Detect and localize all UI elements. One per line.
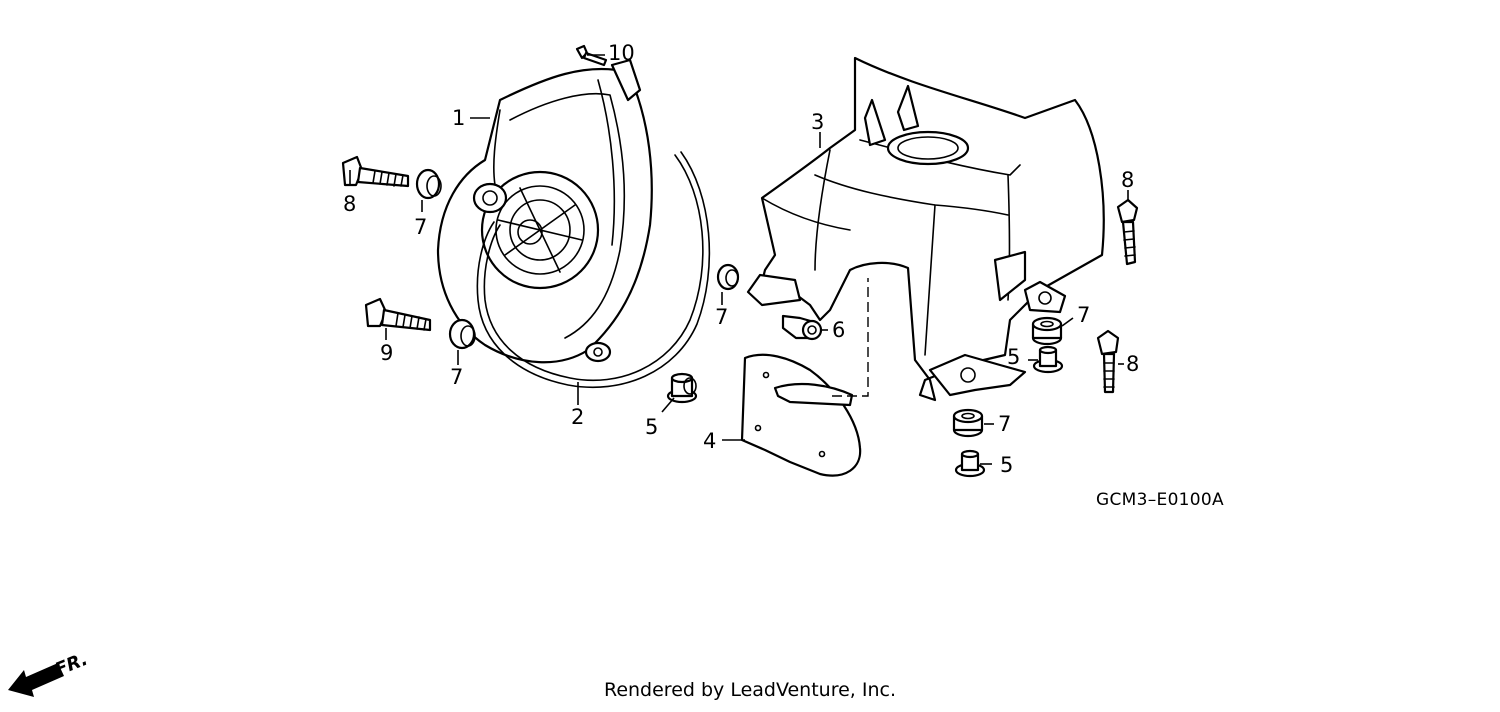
grommet-part-7-b [448,318,476,350]
shroud-part-3 [746,56,1105,402]
callout-numbers: 10 1 8 7 9 7 2 7 5 4 6 3 8 7 5 8 7 5 [343,41,1139,477]
leader-lines [349,54,1129,465]
callout-7-d: 7 [1077,303,1090,327]
callout-8-right-bottom: 8 [1126,352,1139,376]
grommet-part-7-e [952,408,984,438]
render-credit: Rendered by LeadVenture, Inc. [603,679,897,701]
callout-8-left: 8 [343,192,356,216]
grommet-part-7-c [716,263,740,291]
collar-part-5-right-bottom [954,449,986,478]
grommet-part-7-a [415,168,442,200]
collar-part-5-right-top [1032,345,1064,374]
diagram-code: GCM3–E0100A [1096,490,1224,510]
callout-8-right-top: 8 [1121,168,1134,192]
callout-10: 10 [608,41,635,65]
callout-7-e: 7 [998,412,1011,436]
seal-strip-part-2 [476,151,711,389]
callout-3: 3 [811,110,824,134]
callout-5-left: 5 [645,415,658,439]
bolt-part-10 [575,44,608,67]
bolt-part-8-left [341,155,410,188]
callout-1: 1 [452,106,465,130]
fan-cover-part-1 [436,58,653,364]
callout-5-right-bottom: 5 [1000,453,1013,477]
collar-part-6 [781,314,823,341]
callout-7-a: 7 [414,215,427,239]
assembly-line [832,278,869,397]
callout-9: 9 [380,341,393,365]
bolt-part-8-right-bottom [1096,329,1120,394]
collar-part-5-left [666,372,698,404]
gasket-plate-part-4 [740,353,862,477]
bolt-part-8-right-top [1116,198,1139,266]
callout-5-right-top: 5 [1007,345,1020,369]
callout-6: 6 [832,318,845,342]
callout-2: 2 [571,405,584,429]
bolt-part-9 [364,297,432,332]
callout-7-b: 7 [450,365,463,389]
front-marker-label: FR. [52,649,91,681]
front-direction-arrow-icon [8,663,64,697]
callout-7-c: 7 [715,305,728,329]
grommet-part-7-d [1031,316,1063,346]
callout-4: 4 [703,429,716,453]
